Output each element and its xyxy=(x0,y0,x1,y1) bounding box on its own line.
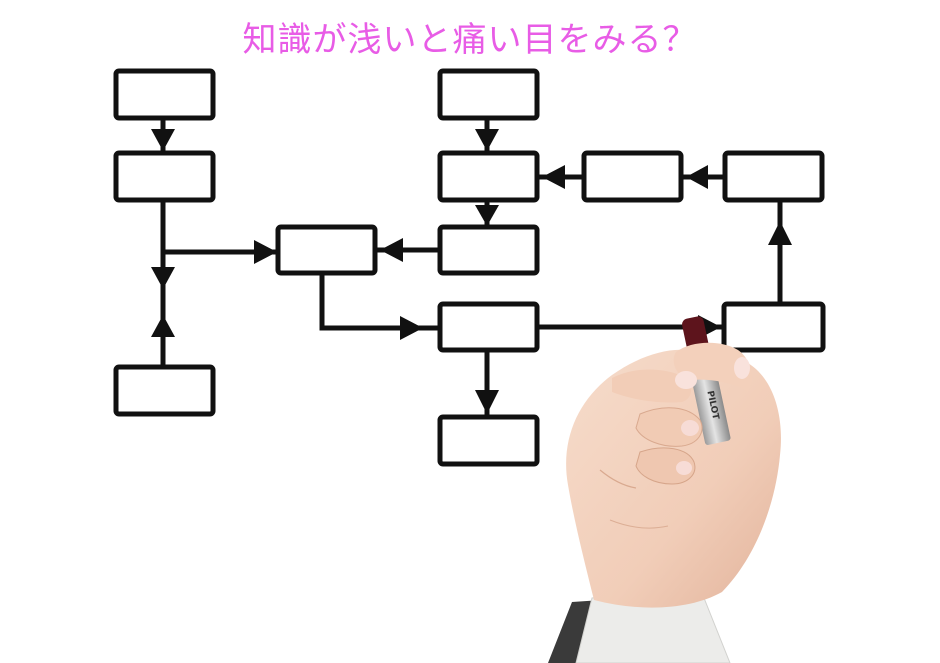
flow-box-f xyxy=(437,68,540,121)
flow-box-g xyxy=(437,150,540,203)
fingernail xyxy=(676,461,692,475)
arrowhead-down xyxy=(151,129,175,151)
arrowhead-down xyxy=(475,129,499,151)
arrowhead-down xyxy=(475,390,499,414)
flow-box-h xyxy=(437,224,540,276)
arrowhead-down xyxy=(475,205,499,226)
flow-box-j xyxy=(437,414,540,467)
middle-finger xyxy=(635,407,703,447)
flow-box-m xyxy=(721,301,826,353)
arrowhead-down xyxy=(151,267,175,289)
arrowhead-left xyxy=(686,165,708,189)
arrowhead-left xyxy=(542,165,565,189)
flow-box-i xyxy=(437,301,540,353)
flow-box-l xyxy=(722,150,825,203)
fingernail xyxy=(681,420,699,436)
ring-finger xyxy=(635,447,696,485)
arrowhead-up xyxy=(151,315,175,337)
arrowheads xyxy=(151,129,792,414)
fingernail xyxy=(675,371,697,389)
page-title: 知識が浅いと痛い目をみる？ xyxy=(242,20,698,60)
thumb xyxy=(612,369,691,403)
arrowhead-right xyxy=(254,240,277,264)
marker-body xyxy=(689,360,731,445)
arrowhead-right xyxy=(400,316,423,340)
arrowhead-up xyxy=(768,221,792,245)
flow-box-b xyxy=(113,150,216,203)
flow-box-k xyxy=(581,150,684,203)
knuckle-crease xyxy=(599,469,637,489)
hand-holding-marker-icon: PILOT xyxy=(548,316,781,663)
knuckle-crease xyxy=(609,519,669,529)
fingernail xyxy=(734,357,750,379)
flow-box-a xyxy=(113,68,216,121)
flow-box-e xyxy=(275,224,378,276)
arrowhead-left xyxy=(380,238,403,262)
flowchart-boxes xyxy=(113,68,826,467)
connector-e-i xyxy=(319,270,443,331)
flow-box-d xyxy=(113,364,216,417)
